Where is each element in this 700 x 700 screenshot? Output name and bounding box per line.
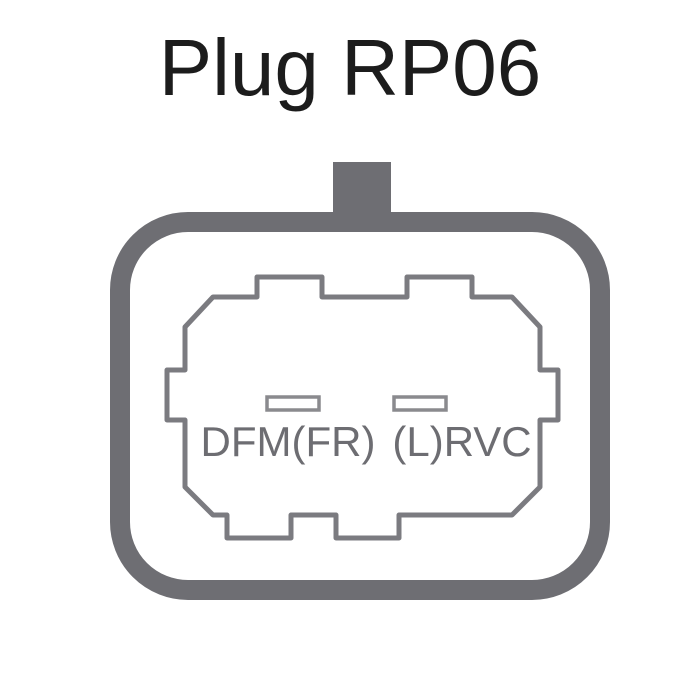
pin-slot-1 [265, 395, 321, 412]
pin-label-1: DFM(FR) [201, 418, 376, 465]
inner-housing [164, 274, 561, 541]
pin-label-2: (L)RVC [392, 418, 531, 465]
plug-title: Plug RP06 [159, 23, 541, 112]
pin-slot-2 [392, 395, 448, 412]
